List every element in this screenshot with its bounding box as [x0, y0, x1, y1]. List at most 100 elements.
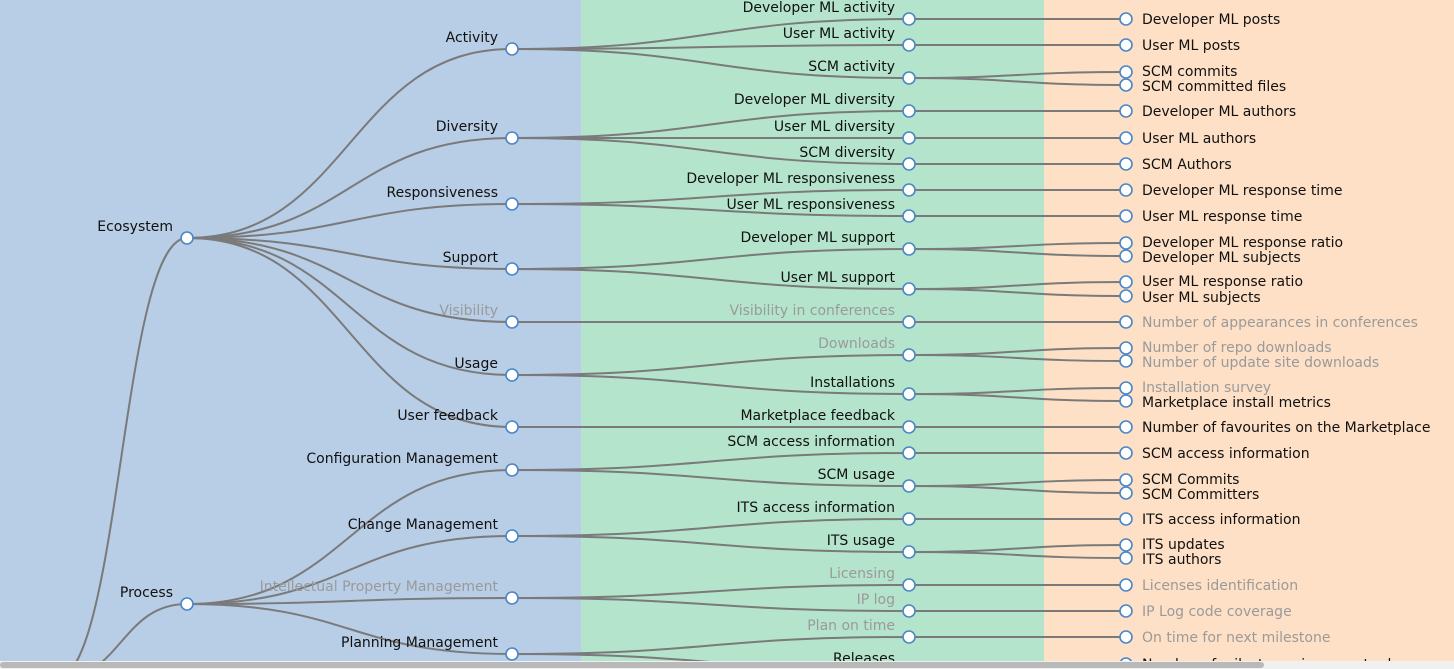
tree-node-m_user_ml_authors[interactable]: User ML authors [1119, 131, 1256, 147]
node-circle[interactable] [902, 387, 916, 401]
tree-node-user_ml_support[interactable]: User ML support [781, 270, 916, 296]
node-circle[interactable] [902, 282, 916, 296]
node-circle[interactable] [902, 479, 916, 493]
node-circle[interactable] [1119, 249, 1133, 263]
tree-node-downloads[interactable]: Downloads [818, 336, 916, 362]
tree-node-scm_activity[interactable]: SCM activity [808, 59, 916, 85]
tree-node-scm_usage[interactable]: SCM usage [818, 467, 916, 493]
horizontal-scrollbar-thumb[interactable] [0, 662, 1264, 668]
tree-node-marketplace_feedback[interactable]: Marketplace feedback [740, 408, 916, 434]
node-circle[interactable] [505, 529, 519, 543]
tree-node-m_dev_ml_subjects[interactable]: Developer ML subjects [1119, 249, 1301, 266]
tree-node-process[interactable]: Process [120, 585, 194, 611]
tree-node-scm_access_info[interactable]: SCM access information [727, 434, 916, 460]
node-circle[interactable] [902, 183, 916, 197]
tree-node-m_scm_authors[interactable]: SCM Authors [1119, 157, 1232, 173]
node-circle[interactable] [902, 71, 916, 85]
tree-node-user_ml_resp[interactable]: User ML responsiveness [726, 197, 916, 223]
tree-node-m_on_time_milestone[interactable]: On time for next milestone [1119, 630, 1330, 646]
node-circle[interactable] [505, 463, 519, 477]
tree-node-m_licenses_id[interactable]: Licenses identification [1119, 578, 1298, 594]
tree-node-m_user_ml_response_ratio[interactable]: User ML response ratio [1119, 274, 1303, 290]
node-circle[interactable] [1119, 209, 1133, 223]
tree-node-its_usage[interactable]: ITS usage [827, 533, 916, 559]
tree-node-change_mgmt[interactable]: Change Management [348, 517, 519, 543]
tree-node-user_ml_diversity[interactable]: User ML diversity [774, 119, 916, 145]
tree-node-scm_diversity[interactable]: SCM diversity [799, 145, 916, 171]
tree-node-m_user_ml_subjects[interactable]: User ML subjects [1119, 289, 1261, 306]
node-circle[interactable] [1119, 630, 1133, 644]
tree-node-m_scm_access_info[interactable]: SCM access information [1119, 446, 1310, 462]
node-circle[interactable] [902, 578, 916, 592]
node-circle[interactable] [1119, 65, 1133, 79]
tree-node-installations[interactable]: Installations [810, 375, 916, 401]
tree-node-activity[interactable]: Activity [446, 30, 519, 56]
node-circle[interactable] [505, 262, 519, 276]
node-circle[interactable] [902, 420, 916, 434]
node-circle[interactable] [505, 131, 519, 145]
node-circle[interactable] [1119, 381, 1133, 395]
tree-node-dev_ml_resp[interactable]: Developer ML responsiveness [686, 171, 916, 197]
node-circle[interactable] [1119, 236, 1133, 250]
tree-node-support[interactable]: Support [443, 250, 519, 276]
node-circle[interactable] [902, 348, 916, 362]
node-circle[interactable] [902, 242, 916, 256]
node-circle[interactable] [902, 157, 916, 171]
tree-node-m_dev_ml_response_time[interactable]: Developer ML response time [1119, 183, 1342, 199]
node-circle[interactable] [505, 315, 519, 329]
node-circle[interactable] [1119, 341, 1133, 355]
node-circle[interactable] [1119, 157, 1133, 171]
node-circle[interactable] [505, 420, 519, 434]
tree-node-m_dev_ml_authors[interactable]: Developer ML authors [1119, 104, 1296, 120]
tree-node-m_installation_survey[interactable]: Installation survey [1119, 380, 1271, 396]
tree-node-m_user_ml_posts[interactable]: User ML posts [1119, 38, 1240, 54]
tree-node-m_its_authors[interactable]: ITS authors [1119, 551, 1221, 568]
tree-node-m_user_ml_response_time[interactable]: User ML response time [1119, 209, 1302, 225]
node-circle[interactable] [1119, 538, 1133, 552]
node-circle[interactable] [1119, 604, 1133, 618]
tree-node-m_its_access_info[interactable]: ITS access information [1119, 512, 1300, 528]
tree-node-m_scm_committers[interactable]: SCM Committers [1119, 486, 1259, 503]
node-circle[interactable] [902, 104, 916, 118]
tree-node-dev_ml_diversity[interactable]: Developer ML diversity [734, 92, 916, 118]
tree-node-m_repo_downloads[interactable]: Number of repo downloads [1119, 340, 1332, 356]
node-circle[interactable] [1119, 78, 1133, 92]
tree-node-m_dev_ml_response_ratio[interactable]: Developer ML response ratio [1119, 235, 1343, 251]
tree-node-dev_ml_activity[interactable]: Developer ML activity [743, 0, 916, 26]
tree-node-m_dev_ml_posts[interactable]: Developer ML posts [1119, 12, 1280, 28]
node-circle[interactable] [1119, 275, 1133, 289]
tree-node-user_feedback[interactable]: User feedback [397, 408, 519, 434]
node-circle[interactable] [902, 545, 916, 559]
node-circle[interactable] [1119, 551, 1133, 565]
tree-node-m_ip_log_coverage[interactable]: IP Log code coverage [1119, 604, 1292, 620]
tree-node-dev_ml_support[interactable]: Developer ML support [740, 230, 916, 256]
tree-node-visibility[interactable]: Visibility [439, 303, 519, 329]
node-circle[interactable] [505, 368, 519, 382]
tree-node-plan_on_time[interactable]: Plan on time [807, 618, 916, 644]
node-circle[interactable] [1119, 354, 1133, 368]
tree-node-vis_conf[interactable]: Visibility in conferences [729, 303, 916, 329]
node-circle[interactable] [1119, 486, 1133, 500]
tree-node-m_scm_commits_2[interactable]: SCM Commits [1119, 472, 1239, 488]
node-circle[interactable] [902, 512, 916, 526]
node-circle[interactable] [1119, 446, 1133, 460]
node-circle[interactable] [902, 315, 916, 329]
node-circle[interactable] [505, 42, 519, 56]
tree-node-m_its_updates[interactable]: ITS updates [1119, 537, 1225, 553]
node-circle[interactable] [902, 209, 916, 223]
node-circle[interactable] [902, 604, 916, 618]
node-circle[interactable] [505, 591, 519, 605]
tree-node-its_access_info[interactable]: ITS access information [737, 500, 916, 526]
tree-node-m_scm_committed_files[interactable]: SCM committed files [1119, 78, 1286, 95]
node-circle[interactable] [902, 131, 916, 145]
tree-node-planning_mgmt[interactable]: Planning Management [341, 635, 519, 661]
tree-node-m_appearances_conf[interactable]: Number of appearances in conferences [1119, 315, 1418, 331]
tree-node-config_mgmt[interactable]: Configuration Management [306, 451, 519, 477]
node-circle[interactable] [1119, 315, 1133, 329]
node-circle[interactable] [180, 231, 194, 245]
tree-node-user_ml_activity[interactable]: User ML activity [783, 26, 916, 52]
tree-node-m_favourites_marketplace[interactable]: Number of favourites on the Marketplace [1119, 420, 1430, 436]
node-circle[interactable] [1119, 38, 1133, 52]
tree-node-m_marketplace_install[interactable]: Marketplace install metrics [1119, 394, 1331, 411]
tree-node-ecosystem[interactable]: Ecosystem [97, 219, 194, 245]
